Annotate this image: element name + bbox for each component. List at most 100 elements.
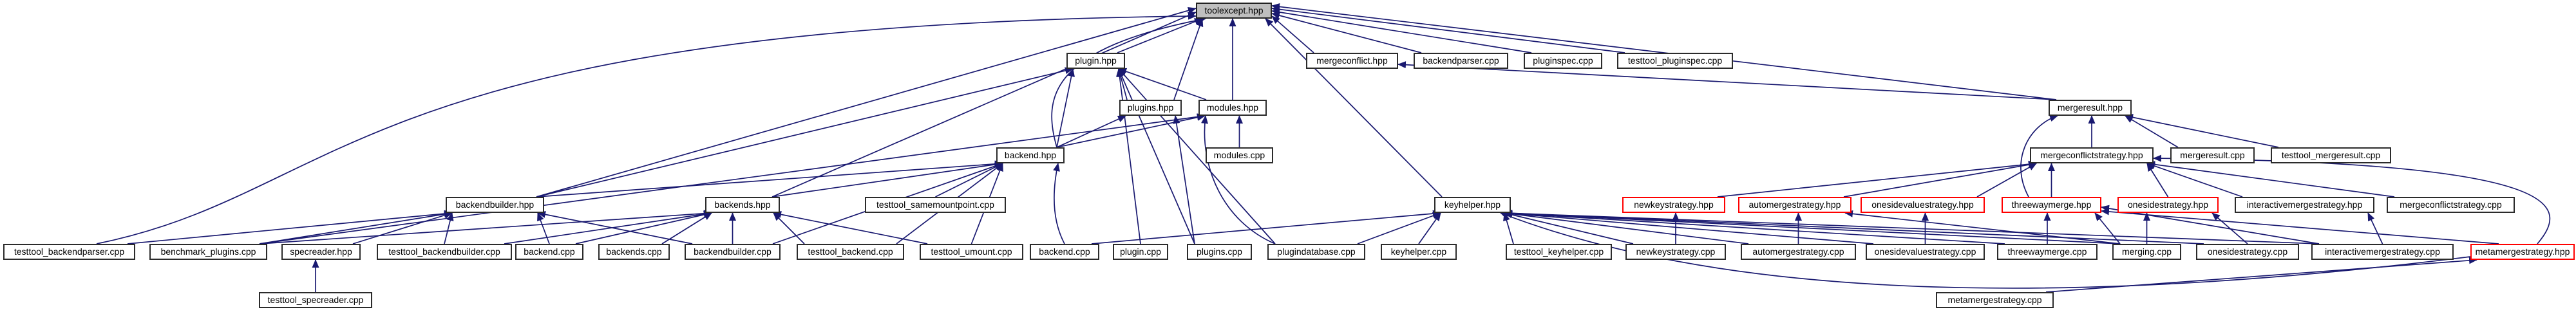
- edge-onesidestrategy_cpp--keyhelper_hpp: [1504, 210, 2204, 244]
- node-threewaymerge_hpp[interactable]: threewaymerge.hpp: [2002, 197, 2101, 213]
- edge-interactivemergestrategy_cpp--keyhelper_hpp: [1504, 209, 2320, 244]
- edge-metamergestrategy_hpp--threewaymerge_hpp: [2101, 208, 2499, 244]
- edge-merging_cpp--threewaymerge_hpp: [2094, 212, 2121, 244]
- node-pluginspec_cpp[interactable]: pluginspec.cpp: [1524, 53, 1602, 69]
- edge-backends_hpp--backend_hpp: [772, 161, 1003, 197]
- node-mergeconflictstrategy_cpp[interactable]: mergeconflictstrategy.cpp: [2387, 197, 2515, 213]
- edge-modules_hpp--plugin_hpp: [1118, 68, 1207, 100]
- node-backend_cpp_1[interactable]: backend.cpp: [515, 244, 583, 260]
- edge-keyhelper_hpp--toolexcept_hpp: [1265, 18, 1443, 197]
- edge-plugindatabase_cpp--modules_hpp: [1201, 115, 1276, 244]
- edge-backend_cpp_2--backend_hpp: [1053, 163, 1065, 244]
- edge-plugins_cpp--plugin_hpp: [1118, 68, 1195, 244]
- edge-interactivemergestrategy_cpp--interactivemergestrategy_hpp: [2367, 212, 2383, 244]
- node-automergestrategy_hpp[interactable]: automergestrategy.hpp: [1738, 197, 1852, 213]
- edge-backend_hpp--plugin_hpp: [1056, 68, 1075, 148]
- node-backend_cpp_2[interactable]: backend.cpp: [1030, 244, 1099, 260]
- node-backend_hpp[interactable]: backend.hpp: [996, 147, 1065, 163]
- edge-automergestrategy_hpp--mergeconflictstrategy_hpp: [1843, 161, 2037, 197]
- node-testtool_umount_cpp[interactable]: testtool_umount.cpp: [920, 244, 1023, 260]
- edge-plugin_cpp--plugin_hpp: [1116, 68, 1141, 244]
- node-testtool_backendbuilder_cpp[interactable]: testtool_backendbuilder.cpp: [377, 244, 512, 260]
- edge-plugins_cpp--plugins_hpp: [1173, 115, 1195, 244]
- edge-newkeystrategy_hpp--mergeconflictstrategy_hpp: [1717, 160, 2037, 197]
- node-backendbuilder_cpp[interactable]: backendbuilder.cpp: [685, 244, 781, 260]
- edge-threewaymerge_cpp--keyhelper_hpp: [1504, 210, 2005, 244]
- node-onesidestrategy_cpp[interactable]: onesidestrategy.cpp: [2196, 244, 2299, 260]
- node-plugin_cpp[interactable]: plugin.cpp: [1113, 244, 1168, 260]
- node-merging_cpp[interactable]: merging.cpp: [2112, 244, 2181, 260]
- node-specreader_hpp[interactable]: specreader.hpp: [281, 244, 361, 260]
- edge-mergeresult_hpp--mergeconflict_hpp: [1397, 61, 2057, 100]
- edge-backend_cpp_2--keyhelper_hpp: [1091, 210, 1441, 244]
- edge-keyhelper_cpp--keyhelper_hpp: [1418, 212, 1441, 244]
- node-interactivemergestrategy_hpp[interactable]: interactivemergestrategy.hpp: [2235, 197, 2374, 213]
- node-threewaymerge_cpp[interactable]: threewaymerge.cpp: [1997, 244, 2098, 260]
- node-modules_hpp[interactable]: modules.hpp: [1198, 100, 1267, 116]
- node-toolexcept_hpp[interactable]: toolexcept.hpp: [1196, 3, 1272, 19]
- edge-mergeconflict_hpp--toolexcept_hpp: [1271, 15, 1314, 53]
- edge-testtool_backend_cpp--backends_hpp: [773, 212, 805, 244]
- node-keyhelper_hpp[interactable]: keyhelper.hpp: [1434, 197, 1511, 213]
- node-onesidevaluestrategy_cpp[interactable]: onesidevaluestrategy.cpp: [1866, 244, 1985, 260]
- node-mergeresult_hpp[interactable]: mergeresult.hpp: [2049, 100, 2132, 116]
- node-backendparser_cpp[interactable]: backendparser.cpp: [1414, 53, 1508, 69]
- node-testtool_keyhelper_cpp[interactable]: testtool_keyhelper.cpp: [1506, 244, 1612, 260]
- edge-backends_hpp--toolexcept_hpp: [772, 12, 1197, 197]
- node-automergestrategy_cpp[interactable]: automergestrategy.cpp: [1741, 244, 1856, 260]
- edge-testtool_backendbuilder_cpp--backends_hpp: [504, 210, 712, 244]
- node-newkeystrategy_hpp[interactable]: newkeystrategy.hpp: [1622, 197, 1725, 213]
- edge-testtool_backendparser_cpp--toolexcept_hpp: [96, 12, 1197, 244]
- node-testtool_samemountpoint_cpp[interactable]: testtool_samemountpoint.cpp: [865, 197, 1006, 213]
- node-backendbuilder_hpp[interactable]: backendbuilder.hpp: [446, 197, 544, 213]
- edge-benchmark_plugins_cpp--backendbuilder_hpp: [259, 210, 453, 244]
- node-mergeresult_cpp[interactable]: mergeresult.cpp: [2170, 147, 2255, 163]
- node-keyhelper_cpp[interactable]: keyhelper.cpp: [1381, 244, 1457, 260]
- node-backends_cpp[interactable]: backends.cpp: [598, 244, 670, 260]
- edge-testtool_samemountpoint_cpp--backend_hpp: [935, 163, 1003, 197]
- edge-backend_hpp--modules_hpp: [1056, 114, 1206, 148]
- edge-metamergestrategy_cpp--metamergestrategy_hpp: [2045, 257, 2477, 293]
- edge-backend_cpp_1--backends_hpp: [575, 211, 712, 244]
- edge-plugins_hpp--toolexcept_hpp: [1173, 18, 1204, 100]
- node-onesidestrategy_hpp[interactable]: onesidestrategy.hpp: [2117, 197, 2219, 213]
- edge-plugindatabase_cpp--plugin_hpp: [1118, 68, 1276, 244]
- node-modules_cpp[interactable]: modules.cpp: [1206, 147, 1273, 163]
- edge-merging_cpp--automergestrategy_hpp: [1844, 210, 2121, 244]
- edge-pluginspec_cpp--toolexcept_hpp: [1271, 8, 1532, 53]
- edge-onesidevaluestrategy_hpp--mergeconflictstrategy_hpp: [1976, 163, 2037, 197]
- edge-automergestrategy_cpp--keyhelper_hpp: [1504, 210, 1749, 244]
- node-testtool_specreader_cpp[interactable]: testtool_specreader.cpp: [259, 292, 372, 308]
- node-benchmark_plugins_cpp[interactable]: benchmark_plugins.cpp: [149, 244, 267, 260]
- edge-onesidevaluestrategy_cpp--keyhelper_hpp: [1504, 210, 1874, 244]
- node-onesidevaluestrategy_hpp[interactable]: onesidevaluestrategy.hpp: [1861, 197, 1985, 213]
- edge-plugin_hpp--toolexcept_hpp: [1117, 18, 1203, 53]
- edge-testtool_umount_cpp--backends_hpp: [773, 210, 928, 244]
- edge-interactivemergestrategy_hpp--mergeconflictstrategy_hpp: [2146, 162, 2243, 197]
- node-newkeystrategy_cpp[interactable]: newkeystrategy.cpp: [1625, 244, 1726, 260]
- node-plugindatabase_cpp[interactable]: plugindatabase.cpp: [1267, 244, 1365, 260]
- edge-testtool_pluginspec_cpp--toolexcept_hpp: [1271, 6, 1625, 53]
- node-interactivemergestrategy_cpp[interactable]: interactivemergestrategy.cpp: [2311, 244, 2454, 260]
- node-plugins_hpp[interactable]: plugins.hpp: [1119, 100, 1182, 116]
- node-testtool_backendparser_cpp[interactable]: testtool_backendparser.cpp: [3, 244, 135, 260]
- node-testtool_mergeresult_cpp[interactable]: testtool_mergeresult.cpp: [2271, 147, 2391, 163]
- edge-backendbuilder_hpp--backend_hpp: [536, 160, 1003, 197]
- node-plugin_hpp[interactable]: plugin.hpp: [1066, 53, 1125, 69]
- edge-backendbuilder_cpp--backendbuilder_hpp: [537, 210, 693, 244]
- node-backends_hpp[interactable]: backends.hpp: [705, 197, 780, 213]
- edge-specreader_hpp--backendbuilder_hpp: [352, 212, 453, 244]
- edge-mergeconflictstrategy_cpp--mergeconflictstrategy_hpp: [2146, 161, 2395, 197]
- node-testtool_pluginspec_cpp[interactable]: testtool_pluginspec.cpp: [1617, 53, 1733, 69]
- node-plugins_cpp[interactable]: plugins.cpp: [1187, 244, 1252, 260]
- node-mergeconflict_hpp[interactable]: mergeconflict.hpp: [1306, 53, 1398, 69]
- node-metamergestrategy_cpp[interactable]: metamergestrategy.cpp: [1936, 292, 2054, 308]
- node-testtool_backend_cpp[interactable]: testtool_backend.cpp: [797, 244, 904, 260]
- edge-merging_cpp--keyhelper_hpp: [1504, 210, 2121, 244]
- node-metamergestrategy_hpp[interactable]: metamergestrategy.hpp: [2470, 244, 2575, 260]
- edge-backendbuilder_hpp--plugin_hpp: [536, 67, 1074, 197]
- edge-threewaymerge_hpp--mergeresult_hpp: [2020, 115, 2058, 197]
- node-mergeconflictstrategy_hpp[interactable]: mergeconflictstrategy.hpp: [2030, 147, 2154, 163]
